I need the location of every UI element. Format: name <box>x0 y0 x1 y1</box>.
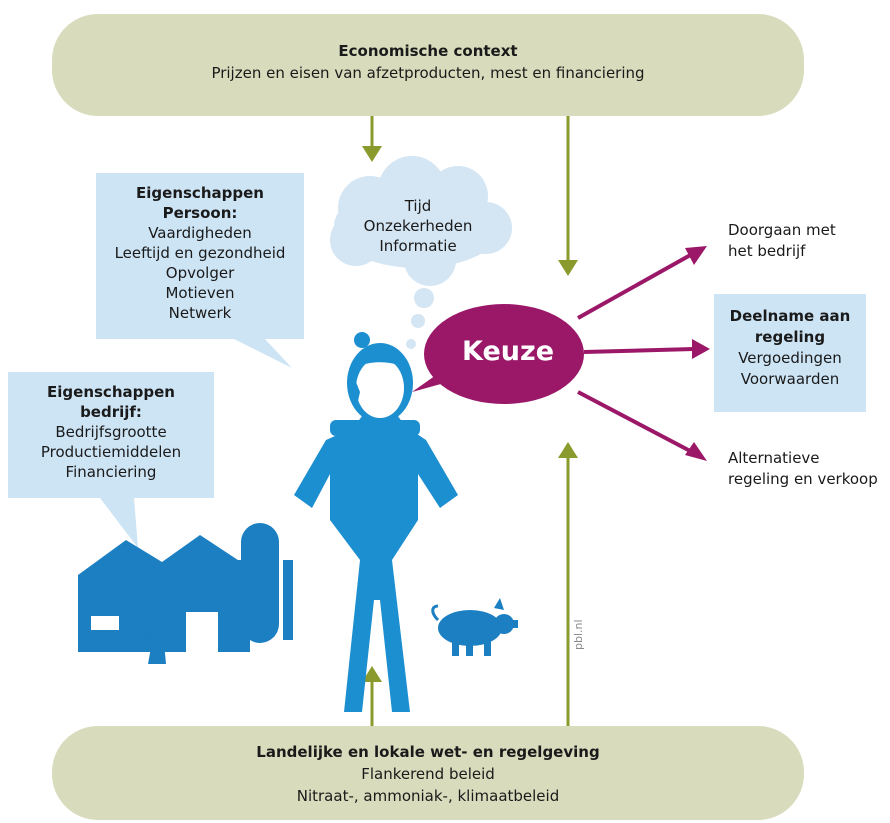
company-box-title-1: Eigenschappen <box>47 383 175 401</box>
thought-cloud <box>330 156 512 349</box>
person-property-item: Vaardigheden <box>148 224 252 242</box>
dog-icon <box>146 631 166 664</box>
silo-icon <box>231 523 293 643</box>
cloud-line: Tijd <box>404 197 432 215</box>
company-box-pointer <box>100 498 138 548</box>
person-property-item: Leeftijd en gezondheid <box>114 244 286 262</box>
company-box-title-2: bedrijf: <box>80 403 142 421</box>
participate-line-2: Voorwaarden <box>740 370 840 388</box>
arrow-bottom-left <box>362 666 382 726</box>
participate-title-2: regeling <box>754 328 826 346</box>
regulation-line-2: Nitraat-, ammoniak-, klimaatbeleid <box>296 787 560 805</box>
farmer-figure-icon <box>294 332 458 712</box>
economic-context-box: Economische context Prijzen en eisen van… <box>52 14 804 116</box>
economic-context-line: Prijzen en eisen van afzetproducten, mes… <box>211 64 645 82</box>
company-property-item: Bedrijfsgrootte <box>55 423 167 441</box>
person-property-item: Motieven <box>165 284 235 302</box>
regulation-context-box: Landelijke en lokale wet- en regelgeving… <box>52 726 804 820</box>
farm-building-icon <box>78 535 250 652</box>
arrow-top-right <box>558 116 578 276</box>
cloud-line: Onzekerheden <box>363 217 473 235</box>
participate-line-1: Vergoedingen <box>738 349 842 367</box>
thought-cloud-text: Tijd Onzekerheden Informatie <box>348 196 488 256</box>
outcome-continue: Doorgaan met het bedrijf <box>728 220 878 262</box>
company-property-item: Productiemiddelen <box>40 443 182 461</box>
keuze-bubble <box>412 304 584 404</box>
regulation-context-title: Landelijke en lokale wet- en regelgeving <box>256 743 600 761</box>
pbl-watermark: pbl.nl <box>572 619 585 650</box>
keuze-label: Keuze <box>462 336 555 367</box>
outcome-continue-line-2: het bedrijf <box>728 242 806 260</box>
arrow-bottom-right <box>558 442 578 726</box>
outcome-alternative: Alternatieve regeling en verkoop <box>728 448 888 490</box>
company-properties-box: Eigenschappen bedrijf: Bedrijfsgrootte P… <box>8 372 214 498</box>
outcome-participate-box: Deelname aan regeling Vergoedingen Voorw… <box>714 294 866 412</box>
person-box-pointer <box>232 338 292 368</box>
participate-title-1: Deelname aan <box>729 307 851 325</box>
outcome-alternative-line-1: Alternatieve <box>728 449 820 467</box>
economic-context-title: Economische context <box>338 42 518 60</box>
arrow-top-left <box>362 116 382 162</box>
person-box-title-2: Persoon: <box>162 204 238 222</box>
pig-icon <box>431 598 518 656</box>
regulation-line-1: Flankerend beleid <box>361 765 495 783</box>
arrow-to-continue <box>577 246 707 320</box>
arrow-to-participate <box>583 339 710 359</box>
cloud-line: Informatie <box>379 237 457 255</box>
arrow-to-alternative <box>577 390 707 461</box>
outcome-alternative-line-2: regeling en verkoop <box>728 470 878 488</box>
person-box-title-1: Eigenschappen <box>136 184 264 202</box>
company-property-item: Financiering <box>65 463 157 481</box>
outcome-continue-line-1: Doorgaan met <box>728 221 836 239</box>
person-properties-box: Eigenschappen Persoon: Vaardigheden Leef… <box>96 173 304 339</box>
person-property-item: Opvolger <box>165 264 235 282</box>
person-property-item: Netwerk <box>168 304 232 322</box>
